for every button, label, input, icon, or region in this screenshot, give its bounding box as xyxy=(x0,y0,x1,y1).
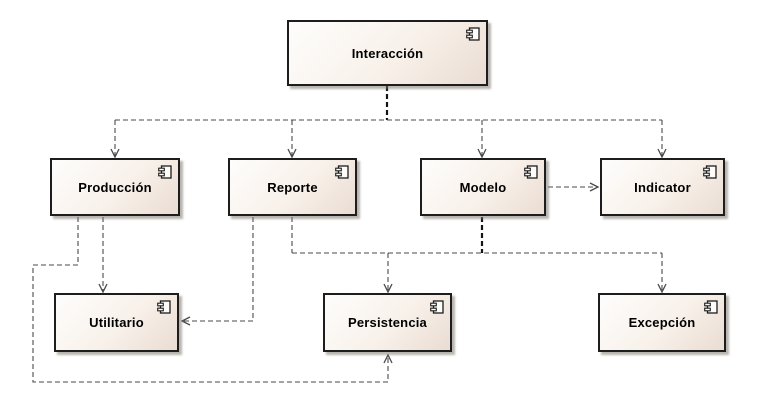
dependency-edge-produccion-persistencia xyxy=(32,217,393,383)
uml-component-icon xyxy=(524,165,538,179)
uml-component-icon xyxy=(703,165,717,179)
component-produccion[interactable]: Producción xyxy=(50,158,180,216)
uml-component-icon xyxy=(466,27,480,41)
component-label: Modelo xyxy=(459,179,507,195)
component-interaccion[interactable]: Interacción xyxy=(287,20,488,86)
component-label: Excepción xyxy=(628,315,696,330)
uml-component-icon xyxy=(335,165,349,179)
dependency-edge-reporte-utilitario xyxy=(180,217,254,326)
component-label: Utilitario xyxy=(89,315,144,330)
component-utilitario[interactable]: Utilitario xyxy=(54,293,179,352)
component-modelo[interactable]: Modelo xyxy=(420,158,546,216)
component-indicator[interactable]: Indicator xyxy=(600,158,725,216)
component-excepcion[interactable]: Excepción xyxy=(598,293,726,352)
uml-component-icon xyxy=(158,165,172,179)
uml-component-icon xyxy=(704,300,718,314)
component-label: Indicator xyxy=(634,179,691,195)
component-label: Interacción xyxy=(351,45,424,61)
component-label: Persistencia xyxy=(347,315,427,330)
component-persistencia[interactable]: Persistencia xyxy=(323,293,452,352)
uml-component-icon xyxy=(157,300,171,314)
component-label: Reporte xyxy=(267,179,318,195)
component-label: Producción xyxy=(78,179,152,195)
component-reporte[interactable]: Reporte xyxy=(228,158,357,216)
uml-component-icon xyxy=(430,300,444,314)
